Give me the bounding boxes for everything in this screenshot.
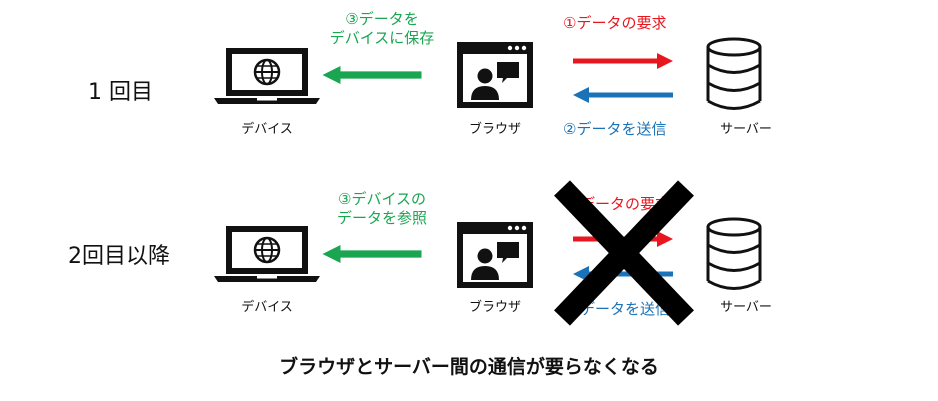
footer-summary: ブラウザとサーバー間の通信が要らなくなる [279,356,659,378]
server-database-icon [704,216,764,292]
row-2-label: 2回目以降 [68,244,170,269]
server-database-icon [704,36,764,112]
send-data-label: ②データを送信 [563,120,667,138]
device-caption: デバイス [241,122,293,137]
browser-caption: ブラウザ [468,122,521,137]
arrow-left-green-icon [322,245,422,263]
server-caption: サーバー [720,122,772,137]
arrow-left-green-icon [322,66,422,84]
device-caption: デバイス [241,300,293,315]
laptop-globe-icon [212,224,322,284]
browser-caption: ブラウザ [468,300,521,315]
save-to-device-label: ③データを デバイスに保存 [329,10,435,47]
arrow-right-red-icon [573,53,673,69]
browser-window-icon [455,220,535,290]
request-data-label: データの要求 [580,195,671,213]
row-1-label: 1 回目 [88,80,153,105]
request-data-label: ①データの要求 [563,14,667,32]
reference-device-label: ③デバイスの データを参照 [336,190,427,227]
send-data-label: データを送信 [580,300,671,318]
laptop-globe-icon [212,46,322,106]
server-caption: サーバー [720,300,772,315]
browser-window-icon [455,40,535,110]
cross-mark-icon [554,180,694,326]
arrow-left-blue-icon [573,87,673,103]
